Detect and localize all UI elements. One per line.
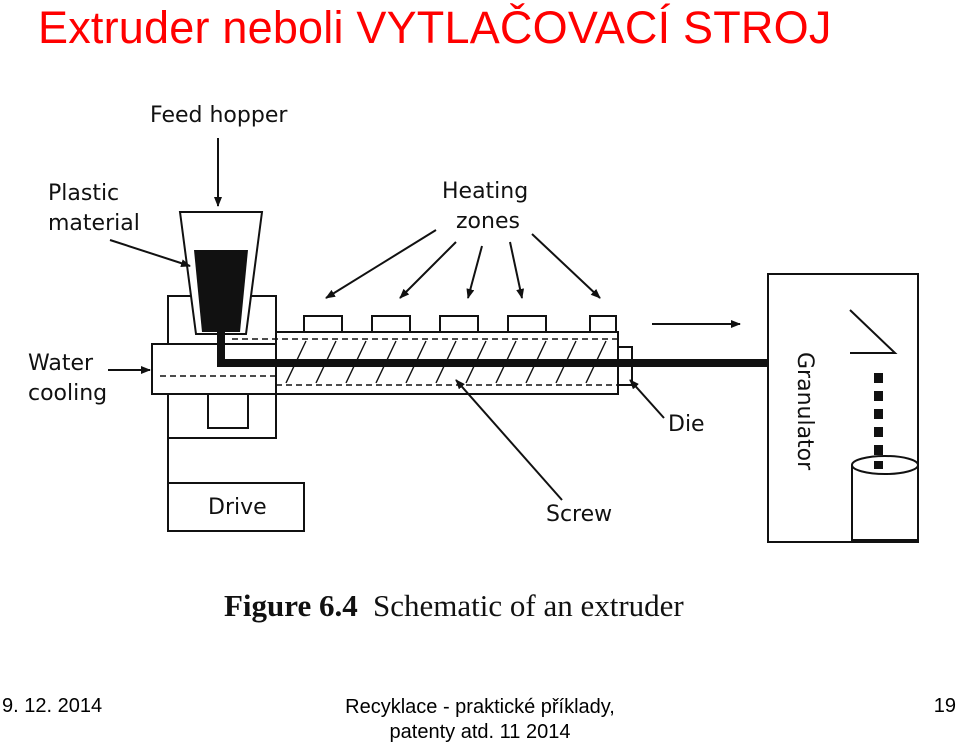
label-drive: Drive xyxy=(208,495,267,520)
figure-caption-text: Schematic of an extruder xyxy=(373,588,684,623)
figure-caption-number: Figure 6.4 xyxy=(224,588,358,623)
heating-zone-arrow xyxy=(325,229,437,299)
heating-zone-arrow xyxy=(399,241,457,299)
label-granulator: Granulator xyxy=(792,352,817,471)
water-cooling-jacket xyxy=(151,343,277,395)
label-plastic-material-line1: Plastic xyxy=(48,181,119,206)
label-heating-zones-line1: Heating xyxy=(442,179,528,204)
pellets xyxy=(874,373,883,469)
label-water-cooling-line1: Water xyxy=(28,351,94,376)
screw-flights xyxy=(160,338,618,386)
label-heating-zones-line2: zones xyxy=(456,209,520,234)
drive-box xyxy=(167,482,305,532)
footer-subject-line1: Recyklace - praktické příklady, xyxy=(345,696,615,718)
label-die: Die xyxy=(668,412,705,437)
plastic-material-arrow xyxy=(109,239,191,268)
label-water-cooling-line2: cooling xyxy=(28,381,107,406)
heating-zone-arrow xyxy=(531,233,601,299)
extruder-schematic-svg: Feed hopper Plastic material Heating zon… xyxy=(28,103,919,623)
plastic-material xyxy=(194,250,248,332)
label-screw: Screw xyxy=(546,502,612,527)
footer-date: 9. 12. 2014 xyxy=(2,695,103,717)
label-plastic-material-line2: material xyxy=(48,211,140,236)
heating-band xyxy=(303,315,343,333)
heating-zone-arrow xyxy=(509,241,525,299)
heating-zone-arrow xyxy=(466,245,483,299)
support-block xyxy=(207,393,249,429)
heating-band xyxy=(589,315,617,333)
label-feed-hopper: Feed hopper xyxy=(150,103,288,128)
die-arrow xyxy=(629,379,665,419)
footer-subject-line2: patenty atd. 11 2014 xyxy=(389,721,571,743)
extrudate xyxy=(217,332,768,367)
heating-band xyxy=(507,315,547,333)
slide-title: Extruder neboli VYTLAČOVACÍ STROJ xyxy=(38,2,832,53)
page-number: 19 xyxy=(933,695,956,717)
footer-subject: Recyklace - praktické příklady, patenty … xyxy=(300,695,660,745)
screw-arrow xyxy=(455,379,563,501)
heating-band xyxy=(439,315,479,333)
collection-bin xyxy=(851,465,919,541)
extruder-schematic: Feed hopper Plastic material Heating zon… xyxy=(0,80,960,660)
heating-band xyxy=(371,315,411,333)
